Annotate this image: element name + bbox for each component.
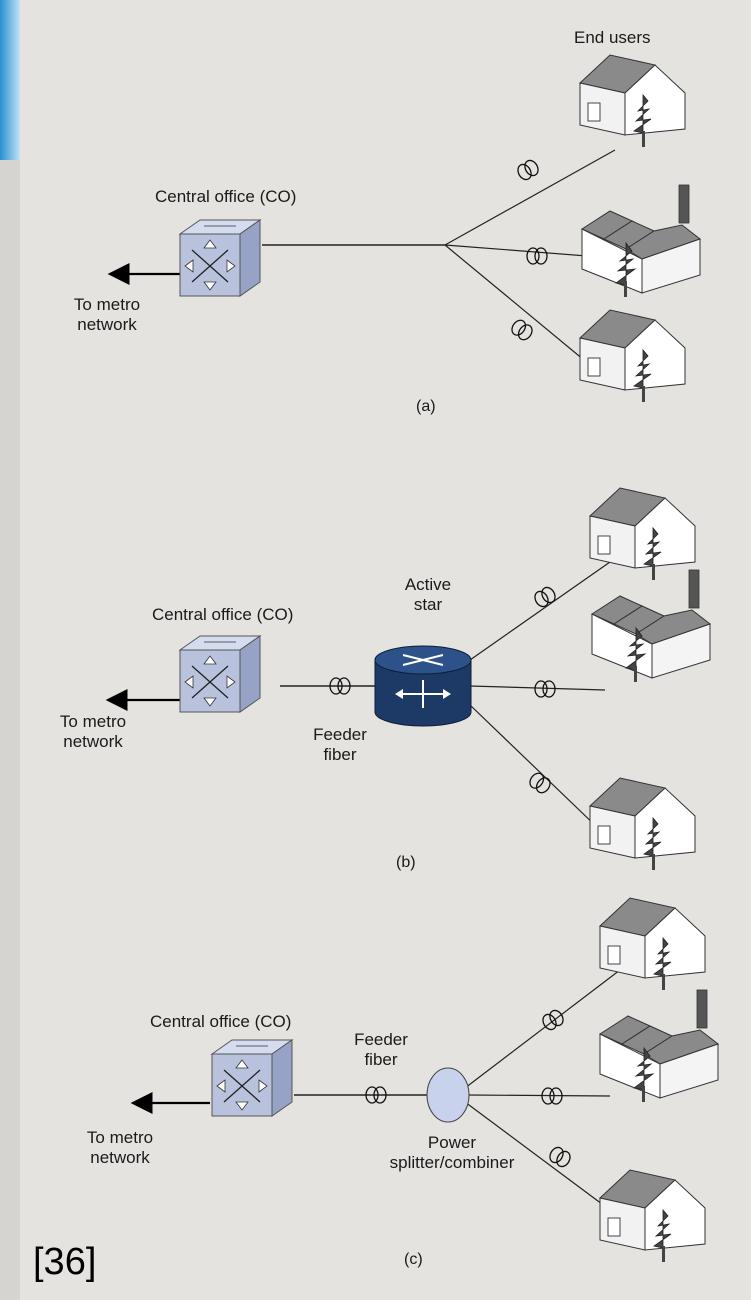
left-page-edge (0, 160, 20, 1300)
house-icon (579, 54, 686, 148)
panel-caption: (b) (396, 854, 416, 871)
feeder-fiber-label: Feeder fiber (305, 725, 375, 765)
factory-icon (591, 569, 711, 683)
power-splitter-label-line2: splitter/combiner (389, 1153, 515, 1172)
power-splitter-icon (426, 1067, 470, 1123)
fiber-line (469, 685, 606, 691)
fiber-coil-icon (531, 584, 559, 610)
metro-label-line2: network (63, 732, 123, 751)
central-office-switch-icon (179, 635, 261, 713)
metro-network-label: To metro network (65, 1128, 175, 1168)
fiber-line (464, 1101, 611, 1211)
metro-label-line2: network (90, 1148, 150, 1167)
factory-icon (599, 989, 719, 1103)
central-office-label: Central office (CO) (152, 605, 294, 624)
fiber-line (444, 149, 616, 246)
active-star-label-line2: star (413, 595, 443, 614)
fiber-coil-icon (514, 157, 542, 183)
panel-b (105, 487, 711, 871)
fiber-coil-icon (526, 247, 548, 265)
active-star-label: Active star (393, 575, 463, 615)
metro-label-line2: network (77, 315, 137, 334)
fiber-line (467, 1094, 611, 1097)
feeder-fiber-label: Feeder fiber (346, 1030, 416, 1070)
end-users-label: End users (574, 28, 651, 47)
power-splitter-label-line1: Power (427, 1133, 477, 1152)
house-icon (599, 897, 706, 991)
feeder-label-line2: fiber (364, 1050, 398, 1069)
fiber-line (469, 554, 621, 661)
metro-label-line1: To metro (73, 295, 141, 314)
fiber-line (444, 244, 591, 366)
house-icon (579, 309, 686, 403)
factory-icon (581, 184, 701, 298)
house-icon (589, 777, 696, 871)
feeder-label-line1: Feeder (354, 1030, 408, 1049)
central-office-switch-icon (179, 219, 261, 297)
fiber-line (444, 244, 601, 258)
panel-c (130, 897, 719, 1263)
feeder-label-line1: Feeder (313, 725, 367, 744)
metro-network-label: To metro network (52, 295, 162, 335)
left-edge-decoration (0, 0, 20, 160)
fiber-line (464, 969, 621, 1089)
house-icon (589, 487, 696, 581)
central-office-switch-icon (211, 1039, 293, 1117)
fiber-coil-icon (508, 317, 536, 343)
panel-caption: (a) (416, 398, 436, 415)
central-office-label: Central office (CO) (155, 187, 297, 206)
power-splitter-label: Power splitter/combiner (372, 1133, 532, 1173)
feeder-label-line2: fiber (323, 745, 357, 764)
reference-number: [36] (33, 1241, 97, 1283)
panel-caption: (c) (404, 1251, 423, 1268)
panel-a (107, 54, 701, 403)
metro-label-line1: To metro (59, 712, 127, 731)
fiber-line (469, 704, 601, 831)
metro-label-line1: To metro (86, 1128, 154, 1147)
active-star-router-icon (374, 645, 472, 727)
house-icon (599, 1169, 706, 1263)
active-star-label-line1: Active (404, 575, 452, 594)
central-office-label: Central office (CO) (150, 1012, 292, 1031)
metro-network-label: To metro network (38, 712, 148, 752)
fiber-coil-icon (546, 1144, 574, 1170)
fiber-coil-icon (526, 770, 554, 796)
